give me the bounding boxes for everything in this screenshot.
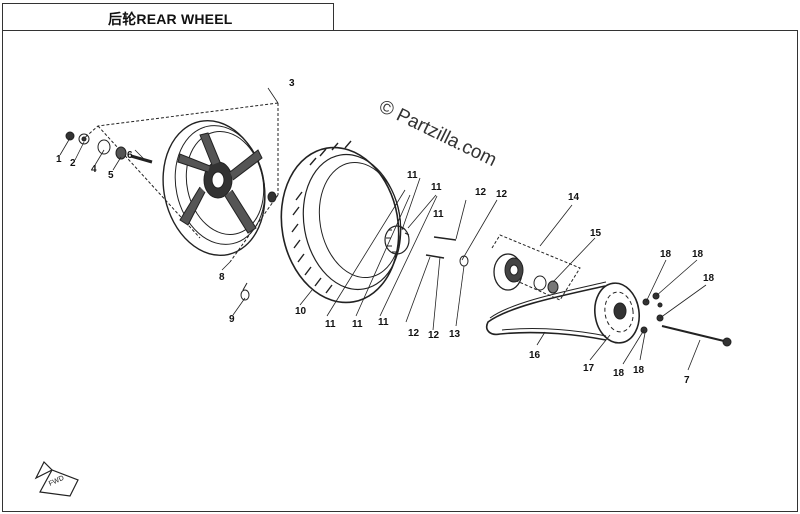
cush-drive-rubbers (384, 225, 410, 255)
callout-c12c: 12 (408, 328, 420, 339)
callout-c18c: 18 (703, 273, 715, 284)
callout-c11e: 11 (325, 319, 336, 330)
leader-lines (59, 87, 707, 371)
callout-c9: 9 (229, 314, 235, 325)
callout-c18b: 18 (692, 249, 704, 260)
callout-c11a: 11 (407, 170, 418, 181)
drive-chain (485, 281, 607, 341)
sprocket-hub (493, 253, 559, 294)
callout-c10: 10 (295, 306, 307, 317)
callout-c17: 17 (583, 363, 595, 374)
diagram-title: 后轮REAR WHEEL (108, 11, 233, 27)
callout-c2: 2 (70, 158, 76, 169)
callout-c12a: 12 (475, 187, 487, 198)
title-box: 后轮REAR WHEEL (2, 3, 334, 31)
rear-axle (661, 325, 732, 347)
rear-sprocket (594, 282, 640, 344)
small-hardware (65, 131, 664, 334)
diagram-frame (2, 30, 798, 512)
callout-c3: 3 (289, 78, 295, 89)
fwd-arrow-icon (34, 460, 79, 497)
callout-c16: 16 (529, 350, 541, 361)
callout-c1: 1 (56, 154, 62, 165)
callout-c7: 7 (684, 375, 690, 386)
callout-c18e: 18 (633, 365, 645, 376)
callout-c8: 8 (219, 272, 225, 283)
fwd-label: FWD (48, 475, 65, 488)
callout-c18a: 18 (660, 249, 672, 260)
rear-rim (162, 119, 277, 257)
callout-c4: 4 (91, 164, 97, 175)
callout-c12b: 12 (496, 189, 508, 200)
callout-c12d: 12 (428, 330, 440, 341)
wheel-assembly-bracket (81, 102, 279, 263)
callout-c14: 14 (568, 192, 580, 203)
callout-c5: 5 (108, 170, 114, 181)
callout-c18d: 18 (613, 368, 625, 379)
callout-c6: 6 (127, 150, 133, 161)
callout-c15: 15 (590, 228, 602, 239)
rear-tire (280, 140, 402, 304)
callout-c11f: 11 (378, 317, 389, 328)
callout-c11b: 11 (431, 182, 442, 193)
callout-c11c: 11 (433, 209, 444, 220)
callout-c13: 13 (449, 329, 461, 340)
callout-c11d: 11 (352, 319, 363, 330)
hub-assembly-bracket (491, 234, 581, 301)
